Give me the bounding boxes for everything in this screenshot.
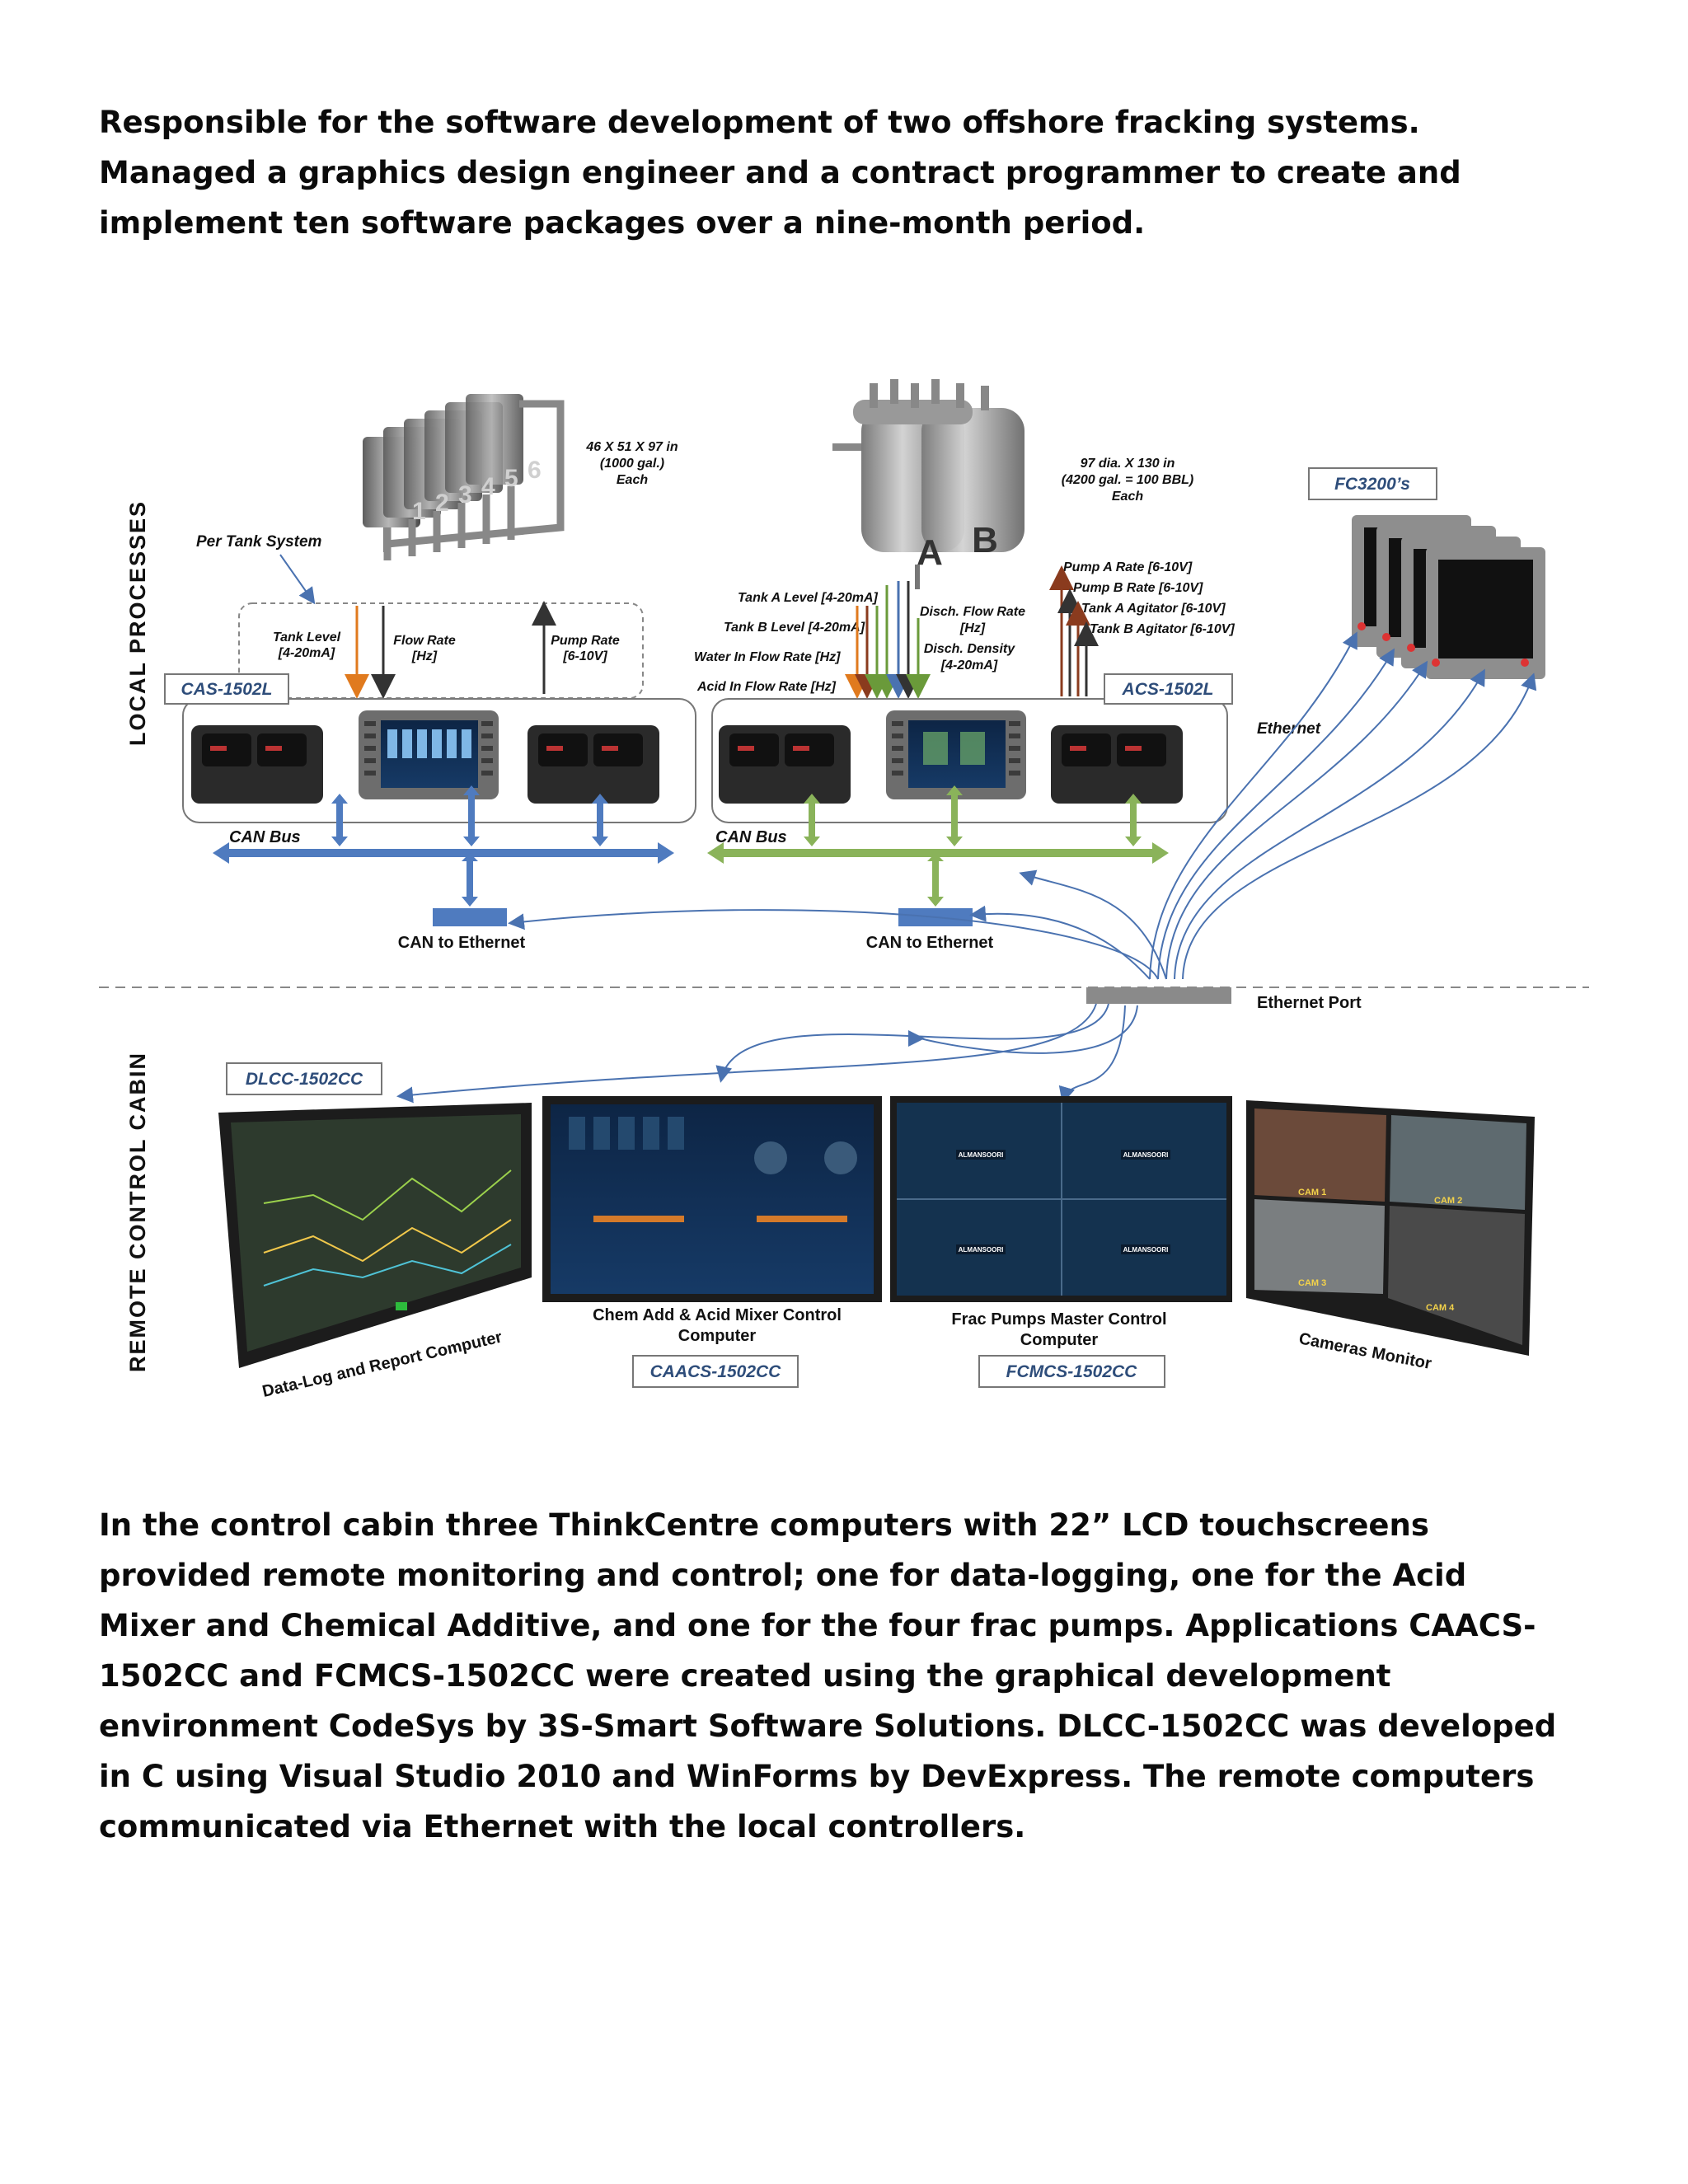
can-bus-right (707, 785, 1169, 907)
caacs-caption-line: Chem Add & Acid Mixer Control (593, 1306, 842, 1324)
fcmcs-caption-line: Computer (1020, 1331, 1099, 1349)
tank-dims-line: (1000 gal.) (600, 457, 664, 471)
tank-level-label: Tank Level (273, 630, 341, 644)
input-signal-label: Water In Flow Rate [Hz] (694, 650, 841, 664)
cam-label: CAM 4 (1426, 1303, 1455, 1313)
tank-dims-line: 97 dia. X 130 in (1081, 457, 1175, 471)
output-signal-label: Pump B Rate [6-10V] (1073, 581, 1203, 595)
tank-dims-line: 46 X 51 X 97 in (585, 440, 678, 454)
can-bus-left-label: CAN Bus (229, 828, 301, 846)
can-to-ethernet-left-label: CAN to Ethernet (398, 934, 526, 952)
can-bus-right-label: CAN Bus (715, 828, 787, 846)
tank-number: 3 (458, 481, 472, 509)
tank-letter-a: A (917, 532, 943, 573)
caacs-monitor (542, 1096, 882, 1302)
summary-paragraph: In the control cabin three ThinkCentre c… (99, 1507, 1557, 1844)
controller-module-icon (719, 725, 851, 804)
large-tank-dims: 97 dia. X 130 in (4200 gal. = 100 BBL) E… (1062, 457, 1194, 504)
tank-number: 2 (435, 490, 449, 517)
pump-brand-text: ALMANSOORI (959, 1151, 1004, 1159)
cas-box-label: CAS-1502L (181, 680, 273, 699)
flow-rate-label: Flow Rate (393, 634, 456, 648)
per-tank-system-label: Per Tank System (196, 533, 322, 551)
caacs-caption-line: Computer (678, 1327, 757, 1345)
tank-number: 4 (481, 473, 495, 500)
cam-label: CAM 2 (1434, 1196, 1462, 1206)
disch-density-label: Disch. Density (924, 642, 1015, 656)
tank-letter-b: B (972, 520, 998, 560)
fc3200-panels-icon (1352, 515, 1545, 679)
controller-module-icon (191, 725, 323, 804)
tank-dims-line: Each (617, 473, 648, 487)
output-signal-label: Tank A Agitator [6-10V] (1081, 602, 1226, 616)
ethernet-label: Ethernet (1257, 720, 1321, 738)
input-signal-label: Tank B Level [4-20mA] (724, 621, 865, 635)
pump-rate-unit: [6-10V] (562, 649, 607, 663)
output-signal-label: Tank B Agitator [6-10V] (1090, 622, 1235, 636)
pump-brand-text: ALMANSOORI (1123, 1151, 1169, 1159)
pump-brand-text: ALMANSOORI (959, 1246, 1004, 1254)
cam-label: CAM 3 (1298, 1278, 1326, 1288)
tank-level-unit: [4-20mA] (278, 646, 335, 660)
can-to-ethernet-right-label: CAN to Ethernet (866, 934, 994, 952)
fcmcs-box-label: FCMCS-1502CC (1006, 1362, 1138, 1381)
acs-box-label: ACS-1502L (1122, 680, 1214, 699)
system-diagram: LOCAL PROCESSES REMOTE CONTROL CABIN 1 2… (99, 379, 1589, 1401)
pump-brand-text: ALMANSOORI (1123, 1246, 1169, 1254)
tank-number: 1 (412, 498, 426, 525)
fc3200-label: FC3200’s (1334, 475, 1410, 494)
small-tank-dims: 46 X 51 X 97 in (1000 gal.) Each (585, 440, 678, 487)
input-signal-label: Tank A Level [4-20mA] (738, 591, 879, 605)
controller-module-icon (1051, 725, 1183, 804)
tank-number: 5 (504, 465, 518, 492)
disch-flow-label: Disch. Flow Rate (920, 605, 1025, 619)
tank-dims-line: Each (1112, 490, 1143, 504)
disch-flow-unit: [Hz] (959, 621, 986, 635)
cam-label: CAM 1 (1298, 1188, 1326, 1197)
disch-density-unit: [4-20mA] (940, 658, 998, 673)
fcmcs-monitor: ALMANSOORI ALMANSOORI ALMANSOORI ALMANSO… (890, 1096, 1232, 1302)
fcmcs-caption-line: Frac Pumps Master Control (951, 1310, 1166, 1329)
flow-rate-unit: [Hz] (411, 649, 438, 663)
input-signal-label: Acid In Flow Rate [Hz] (696, 680, 837, 694)
ethernet-port-label: Ethernet Port (1257, 994, 1362, 1012)
cameras-caption: Cameras Monitor (1297, 1329, 1433, 1373)
hmi-display-icon (886, 710, 1026, 799)
can-bus-left (213, 785, 674, 926)
pump-rate-label: Pump Rate (551, 634, 620, 648)
intro-paragraph: Responsible for the software development… (99, 105, 1461, 241)
output-signal-label: Pump A Rate [6-10V] (1063, 560, 1193, 574)
hmi-display-icon (359, 710, 499, 799)
dlcc-box-label: DLCC-1502CC (246, 1070, 363, 1089)
datalog-monitor (218, 1103, 532, 1368)
caacs-box-label: CAACS-1502CC (650, 1362, 782, 1381)
section-label-remote: REMOTE CONTROL CABIN (125, 1052, 150, 1372)
controller-module-icon (528, 725, 659, 804)
section-label-local: LOCAL PROCESSES (125, 500, 150, 746)
large-tanks-ab: A B (832, 379, 1025, 589)
small-tanks-array: 1 2 3 4 5 6 (363, 394, 565, 560)
tank-dims-line: (4200 gal. = 100 BBL) (1062, 473, 1194, 487)
cameras-monitor: CAM 1 CAM 2 CAM 3 CAM 4 (1246, 1100, 1535, 1356)
tank-number: 6 (528, 457, 542, 484)
